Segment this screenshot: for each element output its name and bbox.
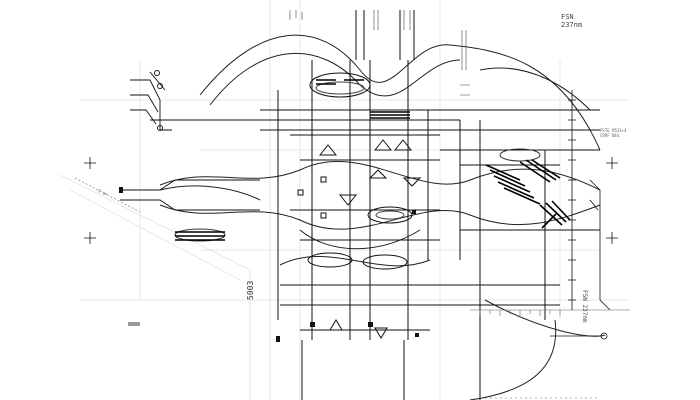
- side-fsn-range: 237nm: [581, 304, 588, 323]
- right-scale: [550, 90, 611, 340]
- bottom-code-label: 5003: [246, 280, 255, 300]
- fsn-label: FSN 237nm: [561, 13, 582, 29]
- right-code-label: PSTE M531+4 CRRF BE4: [600, 128, 627, 138]
- crosshair-icons: [84, 157, 618, 244]
- side-fsn-title: FSN: [581, 290, 588, 301]
- fsn-range: 237nm: [561, 21, 583, 29]
- left-branches: [120, 70, 260, 211]
- bottom-ruler: [74, 177, 630, 399]
- side-fsn-label: FSN 237nm: [581, 290, 588, 323]
- stripe-blocks: [175, 79, 571, 241]
- structural-rails: [277, 10, 546, 400]
- right-code-1: PSTE M531+4: [600, 128, 627, 133]
- top-tick-labels: [289, 10, 470, 96]
- lens-shapes: [174, 72, 541, 270]
- fsn-title: FSN: [561, 13, 574, 21]
- square-markers: [119, 176, 419, 342]
- sweeping-curves: [159, 34, 606, 400]
- horizontal-bars: [150, 109, 600, 331]
- right-code-2: CRRF BE4: [600, 133, 620, 138]
- triangle-markers: [318, 139, 422, 339]
